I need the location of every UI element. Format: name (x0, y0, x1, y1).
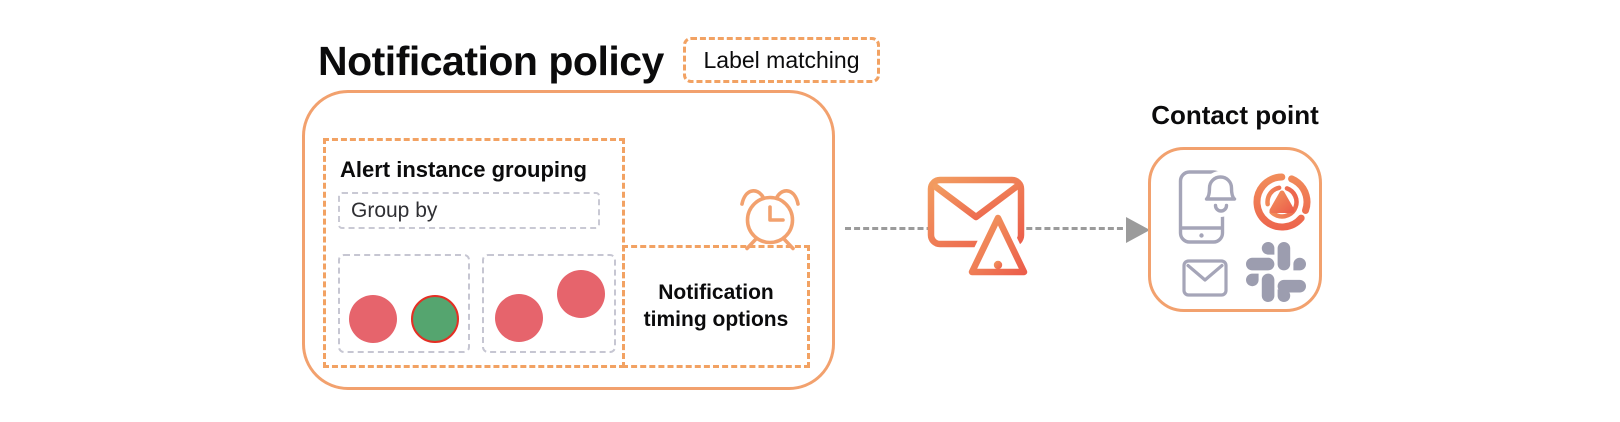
alert-instance-dot-resolved (411, 295, 459, 343)
group-by-label: Group by (351, 198, 438, 222)
alert-instance-dot-firing (349, 295, 397, 343)
alert-instance-dot-firing (495, 294, 543, 342)
slack-icon (1246, 242, 1306, 302)
alert-group (482, 254, 616, 353)
contact-point-container (1148, 147, 1322, 312)
label-matching-chip: Label matching (683, 37, 880, 83)
mobile-push-notification-icon (1178, 170, 1241, 244)
label-matching-text: Label matching (703, 46, 860, 73)
notification-policy-container (302, 90, 835, 390)
alert-instance-dot-firing (557, 270, 605, 318)
alert-group (338, 254, 470, 353)
contact-point-title: Contact point (1151, 100, 1319, 130)
group-by-field: Group by (338, 192, 600, 229)
email-icon (1182, 259, 1228, 297)
alarm-clock-icon (740, 189, 800, 251)
notification-timing-box: Notification timing options (622, 245, 810, 368)
grafana-oncall-icon (1253, 173, 1311, 231)
page-title: Notification policy (318, 38, 664, 84)
email-alert-icon (927, 176, 1033, 281)
notification-timing-label: Notification timing options (643, 281, 789, 331)
flow-arrow-head (1126, 217, 1150, 243)
alert-instance-grouping-title: Alert instance grouping (340, 157, 587, 182)
